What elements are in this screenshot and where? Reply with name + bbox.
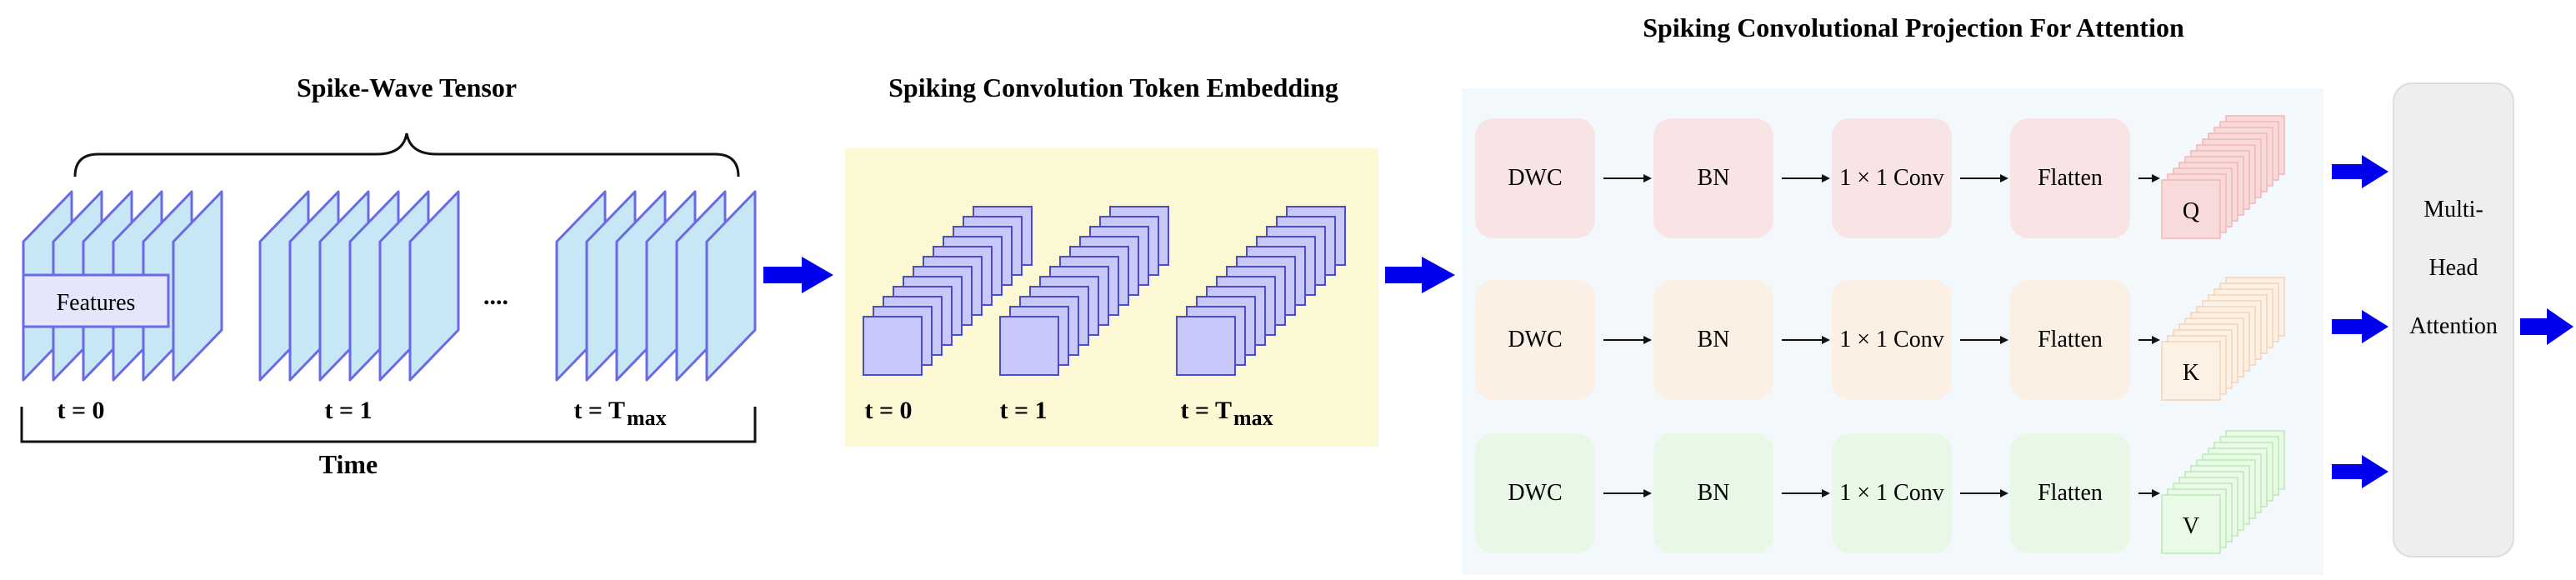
small-arrow-head [1822,489,1830,498]
small-arrow-head [2000,489,2008,498]
arrow-embed-to-projection [1385,257,1455,293]
time-label-max-sub: max [627,406,667,430]
output-q-label: Q [2183,198,2199,224]
spike-wave-section: Spike-Wave Tensor Features .... t = 0 t … [20,72,757,479]
small-arrow-head [1643,174,1652,182]
attention-line-2: Head [2428,255,2478,281]
output-stack-square [2161,341,2221,401]
embed-time-label-max-sub: max [1233,406,1273,430]
ellipsis-label: .... [483,282,508,310]
output-stack-square [2161,179,2221,239]
projection-block [2010,280,2130,400]
small-arrow-head [2000,336,2008,344]
cube-stack-tmax [1176,206,1346,376]
time-label-0: t = 0 [57,397,104,424]
spike-wave-title: Spike-Wave Tensor [297,72,517,102]
attention-line-1: Multi- [2423,197,2483,222]
embed-time-label-1: t = 1 [999,397,1047,424]
time-axis-label: Time [319,449,378,479]
features-label: Features [57,290,136,316]
projection-block [1475,280,1595,400]
projection-block-label: BN [1698,327,1730,352]
projection-section: Spiking Convolutional Projection For Att… [1462,12,2388,575]
cube-stack-t0 [863,206,1033,376]
arrow-to-attention [2332,310,2388,343]
small-arrow-head [1643,489,1652,498]
small-arrow-head [2152,489,2160,498]
small-arrow-head [2000,174,2008,182]
output-k-label: K [2183,360,2199,386]
projection-block-label: DWC [1508,327,1562,352]
attention-box [2393,82,2514,558]
sheet-group-tmax [555,190,757,382]
embedding-token-square [1176,316,1236,376]
projection-block [1653,280,1773,400]
projection-block-label: Flatten [2038,327,2103,352]
embed-time-label-0: t = 0 [864,397,912,424]
output-stack-square [2161,494,2221,554]
time-bracket [20,407,757,443]
projection-block-label: Flatten [2038,480,2103,506]
embedding-token-square [999,316,1059,376]
arrow-spike-to-embed [763,257,833,293]
spike-sheet [408,190,460,382]
cube-stack-t1 [999,206,1169,376]
projection-block [1832,433,1952,553]
projection-title: Spiking Convolutional Projection For Att… [1643,12,2184,42]
output-v-label: V [2183,513,2199,539]
attention-section: Multi- Head Attention [2393,82,2573,558]
projection-block-label: BN [1698,480,1730,506]
projection-block [2010,433,2130,553]
projection-block-label: 1 × 1 Conv [1839,165,1943,191]
projection-block-label: 1 × 1 Conv [1839,480,1943,506]
projection-block [2010,118,2130,238]
spike-sheet [705,190,757,382]
time-label-1: t = 1 [324,397,372,424]
embedding-section: Spiking Convolution Token Embedding t = … [845,72,1378,447]
projection-block-label: BN [1698,165,1730,191]
projection-block [1475,118,1595,238]
small-arrow-head [1822,174,1830,182]
time-label-max: t = T [573,397,625,424]
sheet-group-t1 [258,190,460,382]
projection-block [1653,118,1773,238]
projection-block-label: Flatten [2038,165,2103,191]
projection-block [1475,433,1595,553]
embed-time-label-max: t = T [1180,397,1232,424]
spike-wave-brace [73,132,740,178]
arrow-to-attention [2332,455,2388,488]
small-arrow-head [1643,336,1652,344]
projection-block [1832,280,1952,400]
attention-line-3: Attention [2409,313,2498,339]
small-arrow-head [2152,174,2160,182]
projection-block-label: DWC [1508,480,1562,506]
features-box [22,273,170,328]
embedding-token-square [863,316,923,376]
projection-block [1832,118,1952,238]
spike-sheet [172,190,223,382]
projection-block-label: 1 × 1 Conv [1839,327,1943,352]
small-arrow-head [2152,336,2160,344]
projection-block [1653,433,1773,553]
arrow-attention-output [2520,308,2573,345]
arrow-to-attention [2332,155,2388,188]
small-arrow-head [1822,336,1830,344]
projection-block-label: DWC [1508,165,1562,191]
embedding-title: Spiking Convolution Token Embedding [888,72,1338,102]
